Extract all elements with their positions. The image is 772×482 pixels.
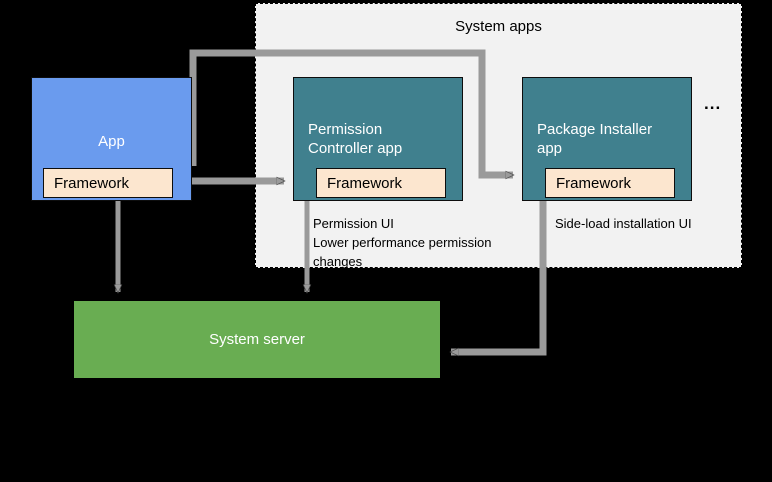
node-package-installer-app[interactable]: Package Installer app Framework bbox=[522, 77, 692, 201]
node-package-installer-label: Package Installer app bbox=[537, 120, 687, 158]
node-app[interactable]: App Framework bbox=[31, 77, 192, 201]
node-app-label: App bbox=[98, 133, 125, 150]
node-package-installer-label-line2: app bbox=[537, 140, 563, 157]
note-package-installer: Side-load installation UI bbox=[555, 216, 692, 231]
node-permission-controller-label: Permission Controller app bbox=[308, 120, 458, 158]
node-permission-controller-framework[interactable]: Framework bbox=[316, 168, 446, 198]
note-permission-controller: Permission UI Lower performance permissi… bbox=[313, 216, 492, 269]
more-apps-ellipsis-icon: ... bbox=[704, 94, 722, 113]
node-system-server[interactable]: System server bbox=[74, 301, 440, 378]
node-permission-controller-app[interactable]: Permission Controller app Framework bbox=[293, 77, 463, 201]
node-permission-controller-label-line1: Permission bbox=[308, 121, 383, 138]
system-apps-label: System apps bbox=[455, 18, 542, 35]
node-package-installer-label-line1: Package Installer bbox=[537, 121, 653, 138]
node-system-server-label: System server bbox=[209, 331, 305, 348]
node-permission-controller-label-line2: Controller app bbox=[308, 140, 403, 157]
node-package-installer-framework[interactable]: Framework bbox=[545, 168, 675, 198]
node-app-framework[interactable]: Framework bbox=[43, 168, 173, 198]
